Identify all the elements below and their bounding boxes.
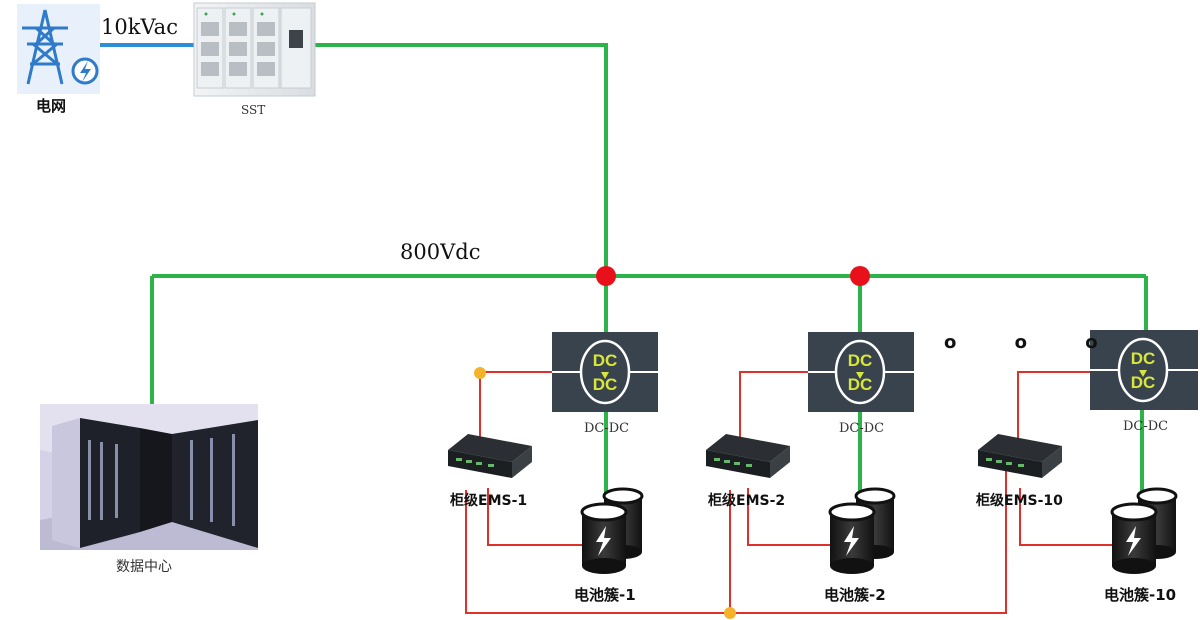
sst-label: SST <box>241 103 266 117</box>
battery-cluster-10-label: 电池簇-10 <box>1104 586 1177 604</box>
converter-3-symbol-bottom: DC <box>1131 373 1156 392</box>
ems-10-to-converter-line <box>1017 371 1092 440</box>
battery-cluster-10-icon <box>1110 487 1178 574</box>
ems-1-to-converter-line <box>479 371 556 442</box>
converter-2-symbol-top: DC <box>848 351 873 370</box>
converter-arrow-icons <box>601 370 1147 379</box>
converter-3 <box>1090 330 1198 410</box>
converter-3-symbol-top: DC <box>1131 349 1156 368</box>
comm-node-bottom <box>724 607 736 619</box>
ems-2-to-converter-line <box>739 371 810 440</box>
sst-cabinet-image <box>193 2 316 97</box>
ems-device-2 <box>706 434 790 478</box>
battery-cluster-1-label: 电池簇-1 <box>574 586 636 604</box>
sst-to-bus-line <box>312 43 608 276</box>
converter-1-symbol-bottom: DC <box>593 375 618 394</box>
ems-2-to-battery-line <box>747 488 830 546</box>
battery-cluster-2-icon <box>828 487 896 574</box>
more-units-ellipsis: o o o <box>944 332 1124 353</box>
bus-junction-node-2 <box>850 266 870 286</box>
comm-node-top <box>474 367 486 379</box>
ems-2-label: 柜级EMS-2 <box>708 493 786 509</box>
converter-1-symbol-top: DC <box>593 351 618 370</box>
converter-1-label: DC-DC <box>584 421 630 436</box>
ems-device-10 <box>978 434 1062 478</box>
ems-1-to-battery-line <box>487 488 582 546</box>
data-center-image <box>40 404 258 550</box>
ems-10-to-battery-line <box>1019 488 1112 546</box>
data-center-label: 数据中心 <box>116 559 172 575</box>
grid-label: 电网 <box>36 97 67 115</box>
dc-bus-voltage-label: 800Vdc <box>400 240 481 264</box>
converter-3-label: DC-DC <box>1123 419 1169 434</box>
battery-cluster-2-label: 电池簇-2 <box>824 586 886 604</box>
ems-1-label: 柜级EMS-1 <box>450 493 528 509</box>
power-grid-icon <box>17 4 100 94</box>
converter-2-symbol-bottom: DC <box>848 375 873 394</box>
converter-2-label: DC-DC <box>839 421 885 436</box>
ems-device-1 <box>448 434 532 478</box>
dc-wiring <box>150 43 1148 500</box>
battery-cluster-1-icon <box>580 487 644 574</box>
ems-10-label: 柜级EMS-10 <box>976 493 1063 509</box>
bus-junction-node-1 <box>596 266 616 286</box>
ac-voltage-label: 10kVac <box>101 15 178 39</box>
